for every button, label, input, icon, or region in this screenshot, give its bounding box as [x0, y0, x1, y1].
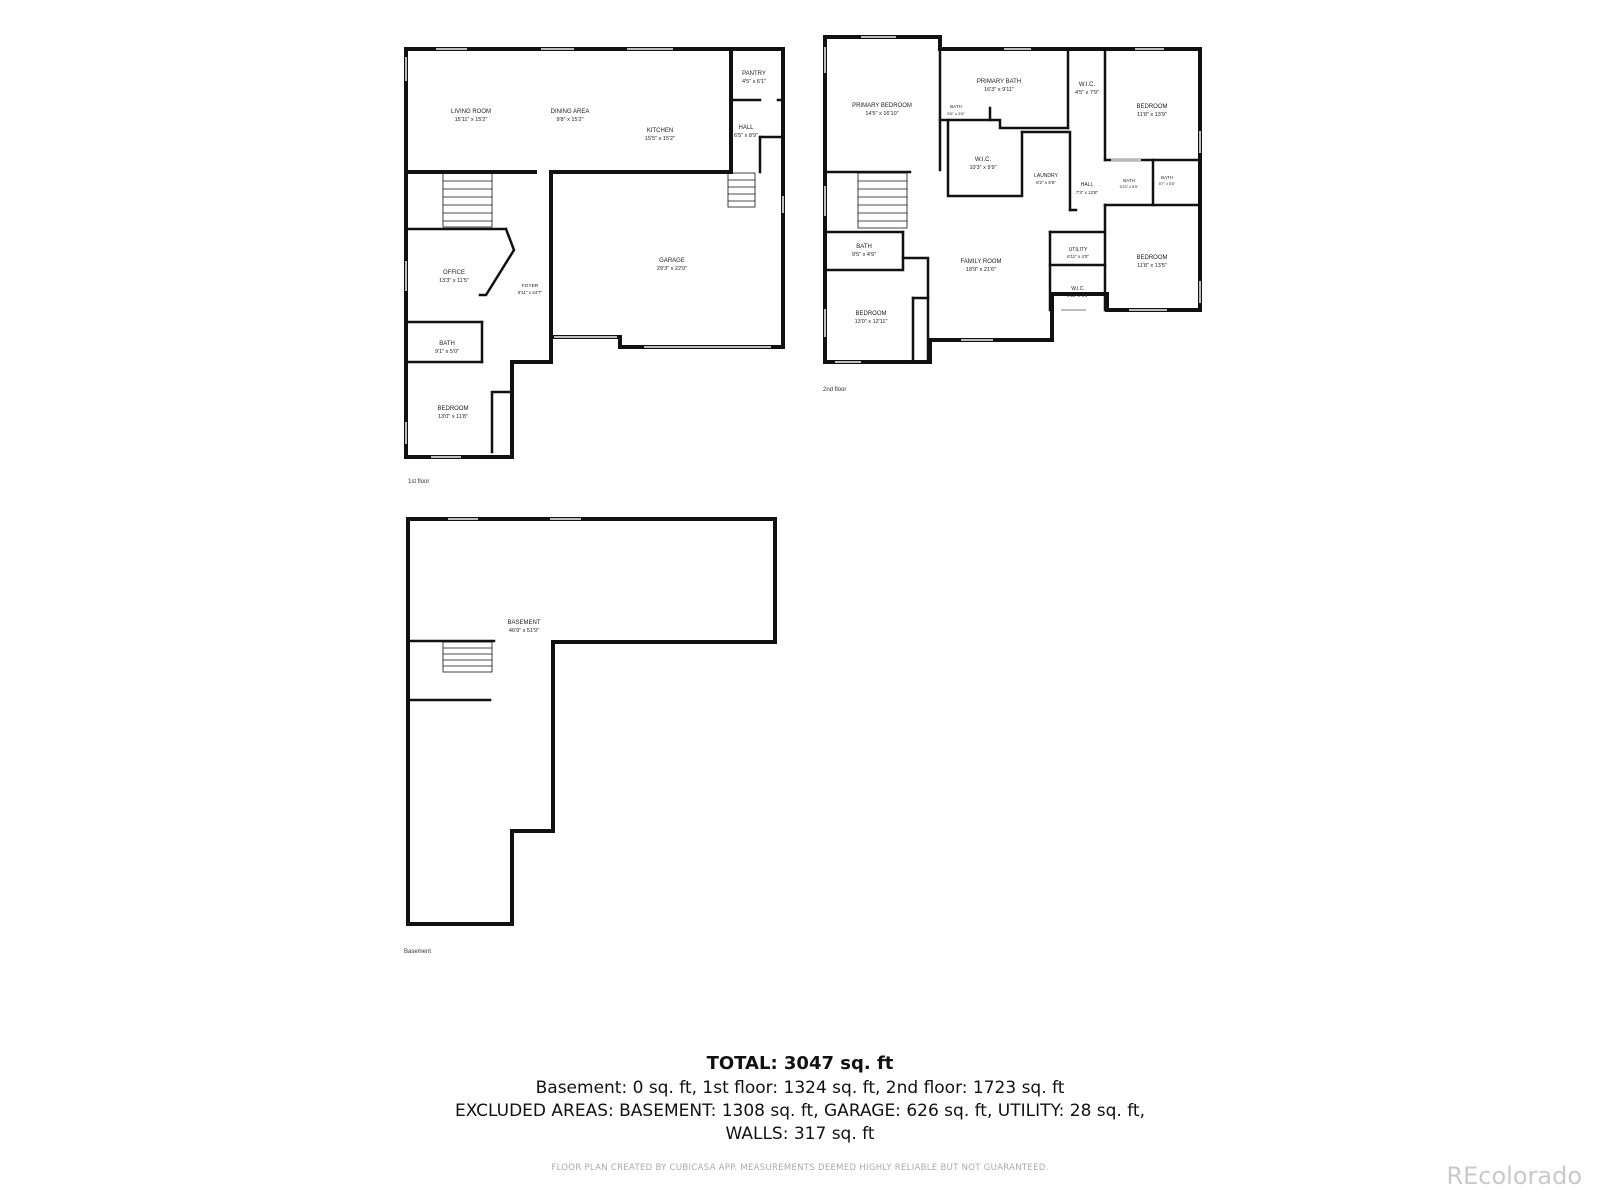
basement-interior-walls: [406, 639, 496, 702]
family-room-name: FAMILY ROOM: [960, 259, 1001, 265]
second-floor-stairs: [857, 172, 908, 229]
second-floor-plan: [823, 35, 1202, 364]
excluded-areas-line: EXCLUDED AREAS: BASEMENT: 1308 sq. ft, G…: [454, 1101, 1145, 1121]
hall-dims: 6'5" x 8'9": [734, 133, 758, 139]
primary-bath-name: PRIMARY BATH: [977, 79, 1021, 85]
bedroom-ne-name: BEDROOM: [1136, 104, 1167, 110]
first-floor-interior-walls: [404, 98, 785, 454]
disclaimer-text: FLOOR PLAN CREATED BY CUBICASA APP. MEAS…: [551, 1163, 1049, 1173]
bedroom-dims: 13'0" x 11'8": [438, 414, 468, 420]
hall-name: HALL: [738, 125, 754, 131]
kitchen-dims: 15'5" x 15'2": [645, 136, 675, 142]
wic-primary-dims: 10'3" x 9'9": [969, 165, 996, 171]
second-floor-windows: [824, 36, 1201, 363]
laundry-name: LAUNDRY: [1034, 173, 1058, 179]
dining-area-dims: 9'8" x 15'2": [556, 117, 583, 123]
wic-bottom-name: W.I.C.: [1071, 286, 1085, 292]
living-room-dims: 15'11" x 15'2": [455, 117, 488, 123]
office-name: OFFICE: [443, 270, 465, 276]
bath-b-dims: 5'7" x 5'5": [1159, 182, 1176, 186]
basement-room-name: BASEMENT: [507, 620, 540, 626]
first-floor-stairs: [442, 172, 756, 228]
family-room-dims: 18'9" x 21'6": [966, 267, 996, 273]
hall-second-dims: 7'3" x 12'8": [1076, 190, 1099, 195]
basement-label: Basement: [404, 949, 431, 955]
first-floor-label: 1st floor: [408, 479, 429, 485]
office-dims: 13'3" x 11'5": [439, 278, 469, 284]
basement-stairs: [442, 641, 493, 673]
basement-exterior-walls: [406, 517, 777, 926]
basement-labels: BASEMENT 46'9" x 51'9" Basement: [404, 620, 541, 955]
wic-primary-name: W.I.C.: [975, 157, 992, 163]
foyer-dims: 6'11" x 24'7": [518, 290, 543, 295]
floor-areas-line: Basement: 0 sq. ft, 1st floor: 1324 sq. …: [535, 1078, 1065, 1098]
kitchen-name: KITCHEN: [647, 128, 673, 134]
second-floor-label: 2nd floor: [823, 387, 846, 393]
garage-dims: 29'3" x 22'0": [657, 266, 687, 272]
bath-small-name: BATH: [950, 104, 962, 109]
laundry-dims: 6'2" x 8'5": [1036, 180, 1056, 185]
utility-dims: 6'11" x 4'0": [1067, 254, 1089, 259]
bath-b-name: BATH: [1161, 175, 1173, 180]
walls-area-line: WALLS: 317 sq. ft: [725, 1124, 875, 1144]
watermark-logo: REcolorado: [1446, 1162, 1582, 1190]
bedroom-sw-name: BEDROOM: [855, 311, 886, 317]
foyer-name: FOYER: [522, 283, 539, 289]
utility-name: UTILITY: [1069, 247, 1088, 253]
wic-top-name: W.I.C.: [1079, 82, 1096, 88]
bedroom-se-dims: 11'8" x 13'5": [1137, 263, 1167, 269]
bath-west-name: BATH: [856, 244, 872, 250]
first-floor-labels: LIVING ROOM 15'11" x 15'2" DINING AREA 9…: [408, 71, 766, 485]
primary-bedroom-dims: 14'5" x 16'10": [865, 111, 898, 117]
total-area: TOTAL: 3047 sq. ft: [706, 1053, 894, 1074]
bath-a-name: BATH: [1123, 178, 1135, 183]
bath-west-dims: 9'5" x 4'9": [852, 252, 876, 258]
primary-bedroom-name: PRIMARY BEDROOM: [852, 103, 912, 109]
bath-small-dims: 5'6" x 2'6": [947, 111, 965, 116]
second-floor-labels: PRIMARY BEDROOM 14'5" x 16'10" PRIMARY B…: [823, 79, 1176, 393]
wic-top-dims: 4'5" x 7'9": [1075, 90, 1099, 96]
living-room-name: LIVING ROOM: [451, 109, 491, 115]
pantry-name: PANTRY: [742, 71, 766, 77]
first-floor-windows: [405, 48, 784, 458]
basement-room-dims: 46'9" x 51'9": [509, 628, 539, 634]
primary-bath-dims: 16'3" x 9'11": [984, 87, 1014, 93]
bedroom-sw-dims: 13'0" x 12'11": [855, 319, 888, 325]
bath-dims: 9'1" x 5'0": [435, 349, 459, 355]
bedroom-se-name: BEDROOM: [1136, 255, 1167, 261]
bedroom-name: BEDROOM: [437, 406, 468, 412]
pantry-dims: 4'5" x 6'1": [742, 79, 766, 85]
first-floor-plan: [404, 47, 785, 459]
garage-name: GARAGE: [659, 258, 685, 264]
dining-area-name: DINING AREA: [551, 109, 590, 115]
hall-second-name: HALL: [1081, 182, 1094, 188]
bath-name: BATH: [439, 341, 455, 347]
bedroom-ne-dims: 11'8" x 13'9": [1137, 112, 1167, 118]
wic-bottom-dims: 6'11" x 5'5": [1067, 293, 1089, 298]
basement-plan: [406, 517, 777, 926]
bath-a-dims: 5'10" x 5'5": [1120, 185, 1139, 189]
